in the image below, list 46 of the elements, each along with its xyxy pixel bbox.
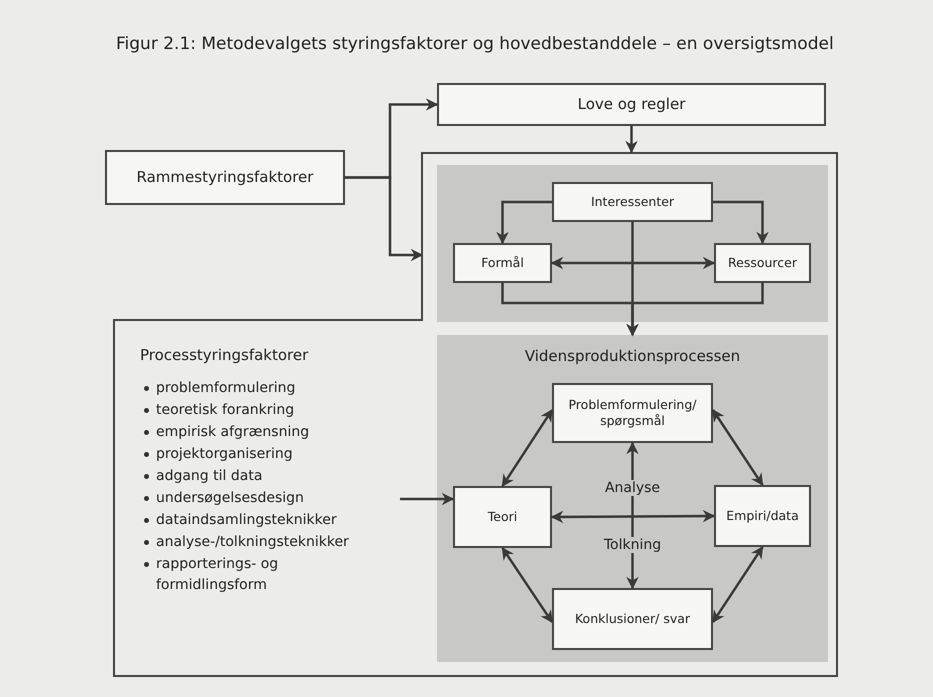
list-item: adgang til data (156, 467, 264, 486)
heading: Processtyringsfaktorer (140, 345, 310, 366)
box-label: Interessenter (590, 194, 676, 210)
panel-heading: Vidensproduktionsprocessen (524, 347, 742, 365)
arrow (625, 126, 638, 154)
process-box (714, 243, 811, 283)
list-item: dataindsamlingsteknikker (156, 511, 338, 530)
arrow (501, 408, 554, 488)
list-item: projektorganisering (156, 445, 294, 464)
shaded-panel (437, 335, 828, 662)
box-label: Konklusioner/ svar (574, 610, 692, 628)
process-box (714, 485, 811, 547)
arrow (501, 546, 554, 624)
box-label: Ressourcer (727, 254, 798, 272)
list-item: analyse-/tolkningsteknikker (156, 533, 350, 552)
list-item: problemformulering (156, 379, 296, 398)
box-label: Rammestyringsfaktorer (136, 168, 314, 188)
arrow (712, 546, 764, 624)
arrow (626, 283, 764, 336)
process-box (552, 588, 713, 650)
frame-panel (113, 152, 838, 677)
box-label: Teori (486, 508, 518, 526)
list-item: undersøgelsesdesign (156, 489, 305, 508)
arrow (550, 256, 716, 270)
figure-title: Figur 2.1: Metodevalgets styringsfaktorer og hovedbestanddele – en oversigtsmodel (116, 34, 834, 54)
process-box (552, 182, 713, 222)
box-label: Love og regler (576, 94, 686, 114)
edge-label: Analyse (602, 480, 662, 496)
list-item: teoretisk forankring (156, 401, 296, 420)
box-label: Empiri/data (725, 508, 800, 524)
list-item: empirisk afgrænsning (156, 423, 310, 442)
process-box (453, 243, 552, 283)
list-item: rapporterings- og formidlingsform (156, 555, 280, 595)
arrow (496, 200, 552, 244)
box-label: Problemformulering/ spørgsmål (567, 396, 698, 430)
process-box (552, 383, 713, 443)
process-box (453, 486, 552, 548)
arrow (712, 408, 764, 486)
arrow (713, 200, 769, 244)
box-label: Formål (480, 254, 525, 272)
shaded-panel (437, 165, 828, 322)
arrow (400, 492, 454, 506)
arrow (345, 176, 424, 262)
arrow (550, 510, 716, 524)
process-box (105, 150, 345, 205)
process-box (437, 83, 826, 126)
